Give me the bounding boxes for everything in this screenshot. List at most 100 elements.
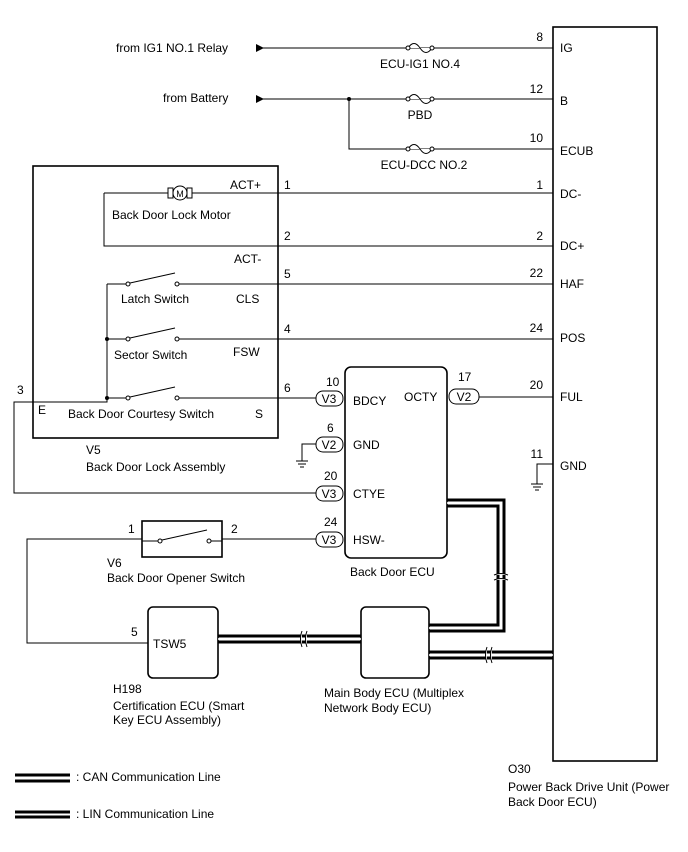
h198-code: H198	[113, 682, 142, 696]
wire-ecu-gnd	[301, 443, 316, 461]
term-e: E	[38, 403, 46, 417]
motor-label: Back Door Lock Motor	[112, 208, 231, 222]
term-act-minus: ACT-	[234, 252, 261, 266]
pin-num-10: 10	[530, 131, 544, 145]
wire-dc-plus	[103, 193, 553, 247]
motor-icon	[172, 185, 188, 201]
legend-can: : CAN Communication Line	[76, 770, 221, 784]
main-body-ecu-box	[360, 606, 430, 679]
ig1-relay-label: from IG1 NO.1 Relay	[116, 41, 228, 55]
cert-pin-num-5: 5	[131, 625, 138, 639]
opener-switch-icon	[161, 529, 208, 541]
ecu-pin-num-10: 10	[326, 375, 340, 389]
v5-code: V5	[86, 443, 101, 457]
back-door-ecu-label: Back Door ECU	[350, 565, 435, 579]
ecu-pin-num-20: 20	[324, 469, 338, 483]
ecu-pin-octy: OCTY	[404, 390, 437, 404]
connector-v3-bdcy	[315, 390, 344, 407]
svg-text:V3: V3	[322, 533, 337, 547]
fuse-ecu-ig1-label: ECU-IG1 NO.4	[380, 57, 460, 71]
wire-ctye	[13, 398, 316, 494]
break-mark	[300, 630, 308, 648]
cert-name-line2: Key ECU Assembly)	[113, 713, 221, 727]
sector-switch-icon	[129, 327, 176, 339]
pin-label-b: B	[560, 94, 568, 108]
wire-pbdu-gnd	[536, 463, 553, 484]
cert-name-line1: Certification ECU (Smart	[113, 699, 245, 713]
courtesy-switch-label: Back Door Courtesy Switch	[68, 407, 214, 421]
back-door-ecu-box	[344, 366, 448, 559]
pin-num-22: 22	[530, 266, 544, 280]
pin-label-pos: POS	[560, 331, 585, 345]
svg-text:V3: V3	[322, 392, 337, 406]
fuse-pbd-symbol	[407, 94, 433, 104]
motor-symbol: M	[176, 189, 184, 199]
ecu-pin-num-17: 17	[458, 370, 472, 384]
power-back-drive-unit-box	[552, 26, 658, 762]
latch-switch-icon	[129, 272, 176, 284]
svg-text:V2: V2	[457, 390, 472, 404]
fuse-ecu-dcc-symbol	[407, 144, 433, 154]
pin-num-12: 12	[530, 82, 544, 96]
connector-v3-ctye	[315, 485, 344, 502]
arrow-battery	[256, 95, 264, 103]
term-s: S	[255, 407, 263, 421]
main-body-name-line2: Network Body ECU)	[324, 701, 431, 715]
fuse-ecu-ig1-symbol	[407, 43, 433, 53]
pbdu-name-line2: Back Door ECU)	[508, 795, 597, 809]
ecu-pin-gnd: GND	[353, 438, 380, 452]
break-mark	[485, 646, 493, 664]
pin-label-gnd: GND	[560, 459, 587, 473]
pin-num-24: 24	[530, 321, 544, 335]
pin-label-ig: IG	[560, 41, 573, 55]
v6-code: V6	[107, 556, 122, 570]
battery-label: from Battery	[163, 91, 228, 105]
term-fsw: FSW	[233, 345, 260, 359]
pin-label-ecub: ECUB	[560, 144, 593, 158]
legend-lin: : LIN Communication Line	[76, 807, 214, 821]
courtesy-switch-icon	[129, 386, 176, 398]
ecu-pin-num-24: 24	[324, 515, 338, 529]
pin-num-20: 20	[530, 378, 544, 392]
term-num-4: 4	[284, 322, 291, 336]
wire-tsw5	[26, 538, 148, 644]
fuse-pbd-label: PBD	[408, 108, 433, 122]
term-num-1: 1	[284, 178, 291, 192]
sector-switch-label: Sector Switch	[114, 348, 187, 362]
term-num-2: 2	[284, 229, 291, 243]
pin-num-11: 11	[531, 447, 544, 461]
term-num-6: 6	[284, 381, 291, 395]
lin-line-b	[429, 498, 506, 633]
wire-ecub	[348, 99, 553, 150]
v5-name: Back Door Lock Assembly	[86, 460, 225, 474]
opener-pin-1: 1	[128, 522, 135, 536]
svg-text:V3: V3	[322, 487, 337, 501]
latch-switch-label: Latch Switch	[121, 292, 189, 306]
ecu-pin-hsw: HSW-	[353, 533, 385, 547]
ecu-pin-ctye: CTYE	[353, 487, 385, 501]
cert-pin-tsw5: TSW5	[153, 637, 187, 651]
term-num-5: 5	[284, 267, 291, 281]
pin-num-8: 8	[536, 30, 543, 44]
pin-label-dc-minus: DC-	[560, 187, 581, 201]
pin-label-haf: HAF	[560, 277, 584, 291]
pin-num-2: 2	[536, 229, 543, 243]
main-body-name-line1: Main Body ECU (Multiplex	[324, 686, 464, 700]
pbdu-name-line1: Power Back Drive Unit (Power	[508, 780, 669, 794]
svg-text:V2: V2	[322, 438, 337, 452]
pin-label-ful: FUL	[560, 390, 583, 404]
pbdu-code: O30	[508, 762, 531, 776]
opener-pin-2: 2	[231, 522, 238, 536]
term-act-plus: ACT+	[230, 178, 261, 192]
lin-line-a	[429, 504, 500, 627]
arrow-ig1	[256, 44, 264, 52]
back-door-lock-assembly-box	[32, 165, 279, 439]
v6-name: Back Door Opener Switch	[107, 571, 245, 585]
term-num-3: 3	[17, 383, 24, 397]
break-mark	[493, 573, 509, 581]
pin-label-dc-plus: DC+	[560, 239, 584, 253]
term-cls: CLS	[236, 292, 259, 306]
fuse-ecu-dcc-label: ECU-DCC NO.2	[381, 158, 468, 172]
